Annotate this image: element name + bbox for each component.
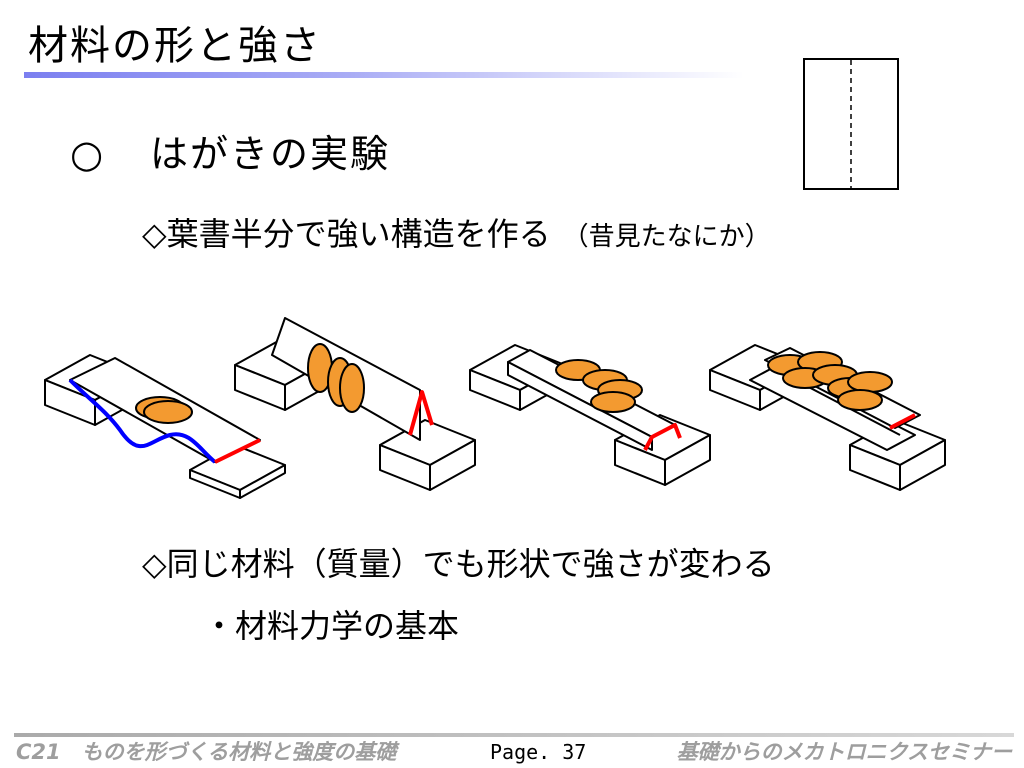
i-beam-bridge [709, 344, 946, 491]
circle-marker: ○ [70, 132, 106, 176]
tilted-card-bridge [234, 317, 476, 491]
section-heading: ○ はがきの実験 [70, 128, 390, 180]
point-note: （昔見たなにか） [562, 222, 771, 252]
heading-text: はがきの実験 [150, 132, 391, 176]
point-text: ◇葉書半分で強い構造を作る [142, 215, 551, 253]
flat-card-bridge [44, 354, 286, 499]
point-strong-structure: ◇葉書半分で強い構造を作る （昔見たなにか） [142, 212, 771, 259]
experiment-diagram [44, 317, 946, 499]
footer-course-title: C21 ものを形づくる材料と強度の基礎 [16, 740, 397, 764]
point-shape-strength: ◇同じ材料（質量）でも形状で強さが変わる [142, 545, 775, 583]
slide-title: 材料の形と強さ [28, 23, 322, 69]
bullet-mechanics: ・材料力学の基本 [203, 607, 460, 645]
footer: C21 ものを形づくる材料と強度の基礎 Page. 37 基礎からのメカトロニク… [0, 737, 1024, 768]
folded-channel-bridge [469, 344, 711, 486]
footer-divider [14, 733, 1014, 737]
postcard-fold-icon [803, 58, 899, 190]
title-underline [24, 72, 744, 78]
footer-page-number: Page. 37 [490, 740, 587, 764]
footer-seminar-name: 基礎からのメカトロニクスセミナー [676, 740, 1012, 764]
